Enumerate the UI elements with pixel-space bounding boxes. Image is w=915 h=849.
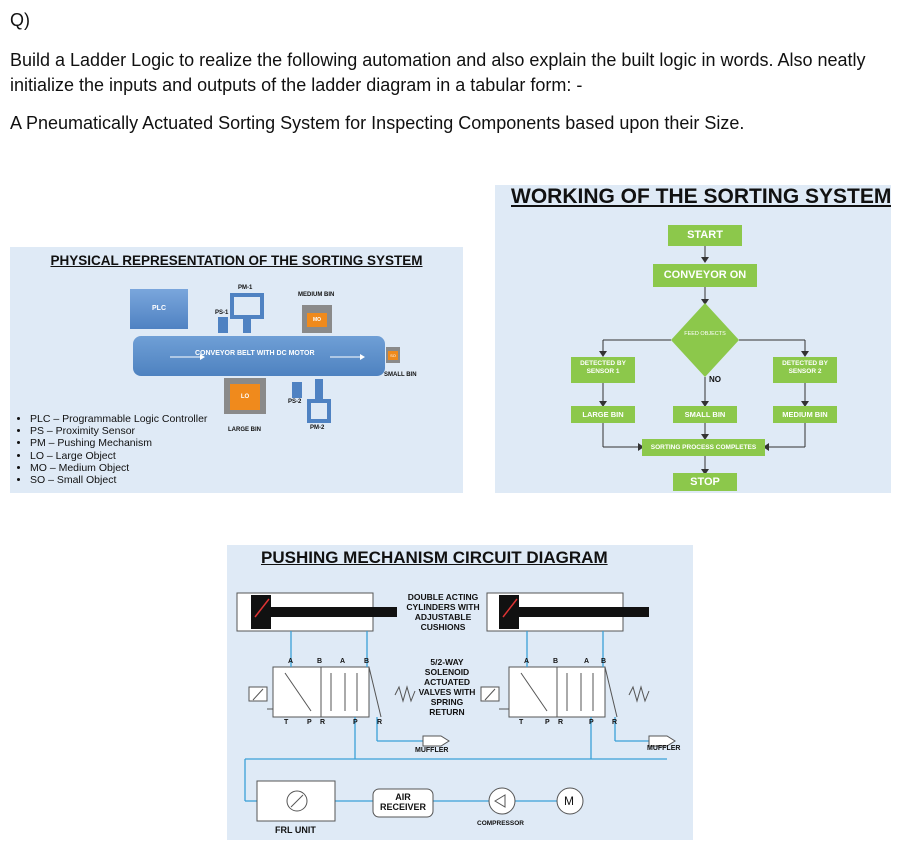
port-r-left2: R [377, 719, 383, 726]
muffler-label-left: MUFFLER [415, 747, 449, 754]
cylinder-right [486, 592, 649, 632]
legend-item: PM – Pushing Mechanism [30, 437, 207, 449]
pm2-icon [307, 379, 331, 423]
pm1-icon [230, 293, 264, 333]
detected-sensor1-node: DETECTED BY SENSOR 1 [571, 357, 635, 383]
start-node: START [668, 225, 742, 246]
conveyor-arrows [170, 354, 365, 360]
working-flowchart-figure: WORKING OF THE SORTING SYSTEM [495, 185, 891, 493]
large-object: LO [230, 384, 260, 410]
circuit-diagram-figure: PUSHING MECHANISM CIRCUIT DIAGRAM [227, 545, 693, 840]
physical-title: PHYSICAL REPRESENTATION OF THE SORTING S… [50, 253, 423, 268]
ps1-label: PS-1 [215, 310, 229, 316]
port-b-right2: B [601, 658, 607, 665]
process-completes-node: SORTING PROCESS COMPLETES [642, 439, 765, 456]
small-bin-node: SMALL BIN [673, 406, 737, 423]
legend-item: MO – Medium Object [30, 462, 207, 474]
muffler-label-right: MUFFLER [647, 745, 681, 752]
port-b-left2: B [364, 658, 370, 665]
port-p-left2: P [353, 719, 358, 726]
small-bin: SO [386, 347, 400, 363]
cylinders-label: DOUBLE ACTING CYLINDERS WITH ADJUSTABLE … [406, 592, 480, 632]
port-r-right: R [558, 719, 564, 726]
circuit-title: PUSHING MECHANISM CIRCUIT DIAGRAM [261, 548, 608, 567]
working-title: WORKING OF THE SORTING SYSTEM [511, 185, 891, 208]
port-a-right1: A [524, 658, 530, 665]
no-label: NO [709, 375, 721, 384]
motor-label: M [564, 794, 574, 808]
large-bin-node: LARGE BIN [571, 406, 635, 423]
port-t-right: T [519, 719, 524, 726]
air-receiver-label: AIR RECEIVER [379, 792, 426, 812]
valves-label: 5/2-WAY SOLENOID ACTUATED VALVES WITH SP… [418, 657, 476, 717]
pm2-label: PM-2 [310, 425, 325, 431]
plc-label: PLC [152, 305, 166, 312]
port-b-right1: B [553, 658, 559, 665]
pm1-label: PM-1 [238, 285, 253, 291]
legend-item: LO – Large Object [30, 450, 207, 462]
conveyor-belt: CONVEYOR BELT WITH DC MOTOR [133, 336, 385, 376]
valve-right [508, 666, 618, 718]
medium-object: MO [307, 313, 327, 327]
medium-bin-node: MEDIUM BIN [773, 406, 837, 423]
physical-representation-figure: PHYSICAL REPRESENTATION OF THE SORTING S… [10, 247, 463, 493]
large-bin: LO [224, 378, 266, 414]
medium-bin: MO [302, 305, 332, 333]
port-a-left2: A [340, 658, 346, 665]
port-a-right2: A [584, 658, 590, 665]
abbreviation-legend: PLC – Programmable Logic Controller PS –… [18, 413, 207, 486]
conveyor-label: CONVEYOR BELT WITH DC MOTOR [195, 350, 315, 357]
valve-left [272, 666, 382, 718]
ps1-sensor [218, 317, 228, 333]
question-task: A Pneumatically Actuated Sorting System … [10, 113, 745, 133]
pneumatic-schematic [236, 592, 676, 822]
stop-node: STOP [673, 473, 737, 491]
legend-item: SO – Small Object [30, 474, 207, 486]
flowchart-connectors [599, 246, 809, 475]
question-label: Q) [10, 10, 30, 30]
port-t-left: T [284, 719, 289, 726]
question-prompt: Build a Ladder Logic to realize the foll… [10, 50, 866, 95]
port-p-right: P [545, 719, 550, 726]
ps2-sensor [292, 382, 302, 398]
compressor-label: COMPRESSOR [477, 820, 524, 827]
cylinder-left [236, 592, 397, 632]
legend-item: PLC – Programmable Logic Controller [30, 413, 207, 425]
legend-item: PS – Proximity Sensor [30, 425, 207, 437]
small-bin-label: SMALL BIN [384, 372, 417, 378]
large-bin-label: LARGE BIN [228, 427, 261, 433]
port-p-right2: P [589, 719, 594, 726]
ps2-label: PS-2 [288, 399, 302, 405]
medium-bin-label: MEDIUM BIN [298, 292, 335, 298]
port-r-right2: R [612, 719, 618, 726]
feed-objects-node: FEED OBJECTS [684, 331, 726, 337]
detected-sensor2-node: DETECTED BY SENSOR 2 [773, 357, 837, 383]
small-object: SO [388, 351, 398, 360]
plc-box: PLC [130, 289, 188, 329]
port-r-left: R [320, 719, 326, 726]
conveyor-on-node: CONVEYOR ON [653, 264, 757, 287]
port-b-left1: B [317, 658, 323, 665]
port-p-left: P [307, 719, 312, 726]
port-a-left1: A [288, 658, 294, 665]
frl-unit-label: FRL UNIT [275, 825, 316, 835]
